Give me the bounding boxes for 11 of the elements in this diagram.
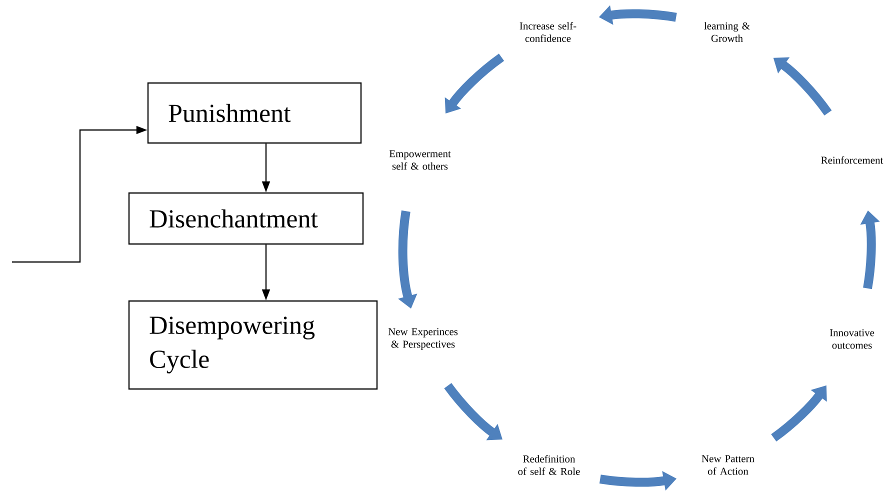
- cycle-label: New Experinces & Perspectives: [388, 328, 458, 350]
- cycle-label: Redefinition of self & Role: [518, 455, 580, 475]
- cycle-label: Innovative outcomes: [830, 329, 874, 349]
- cycle-label: New Pattern of Action: [702, 455, 754, 475]
- process-box: Punishment: [147, 82, 362, 144]
- cycle-label: Empowerment self & others: [389, 150, 451, 170]
- process-box: Disenchantment: [128, 192, 364, 245]
- cycle-label: Increase self-confidence: [520, 22, 576, 42]
- cycle-label: learning & Growth: [704, 22, 750, 42]
- cycle-label: Reinforcement: [821, 156, 884, 164]
- process-box: Disempowering Cycle: [128, 300, 378, 390]
